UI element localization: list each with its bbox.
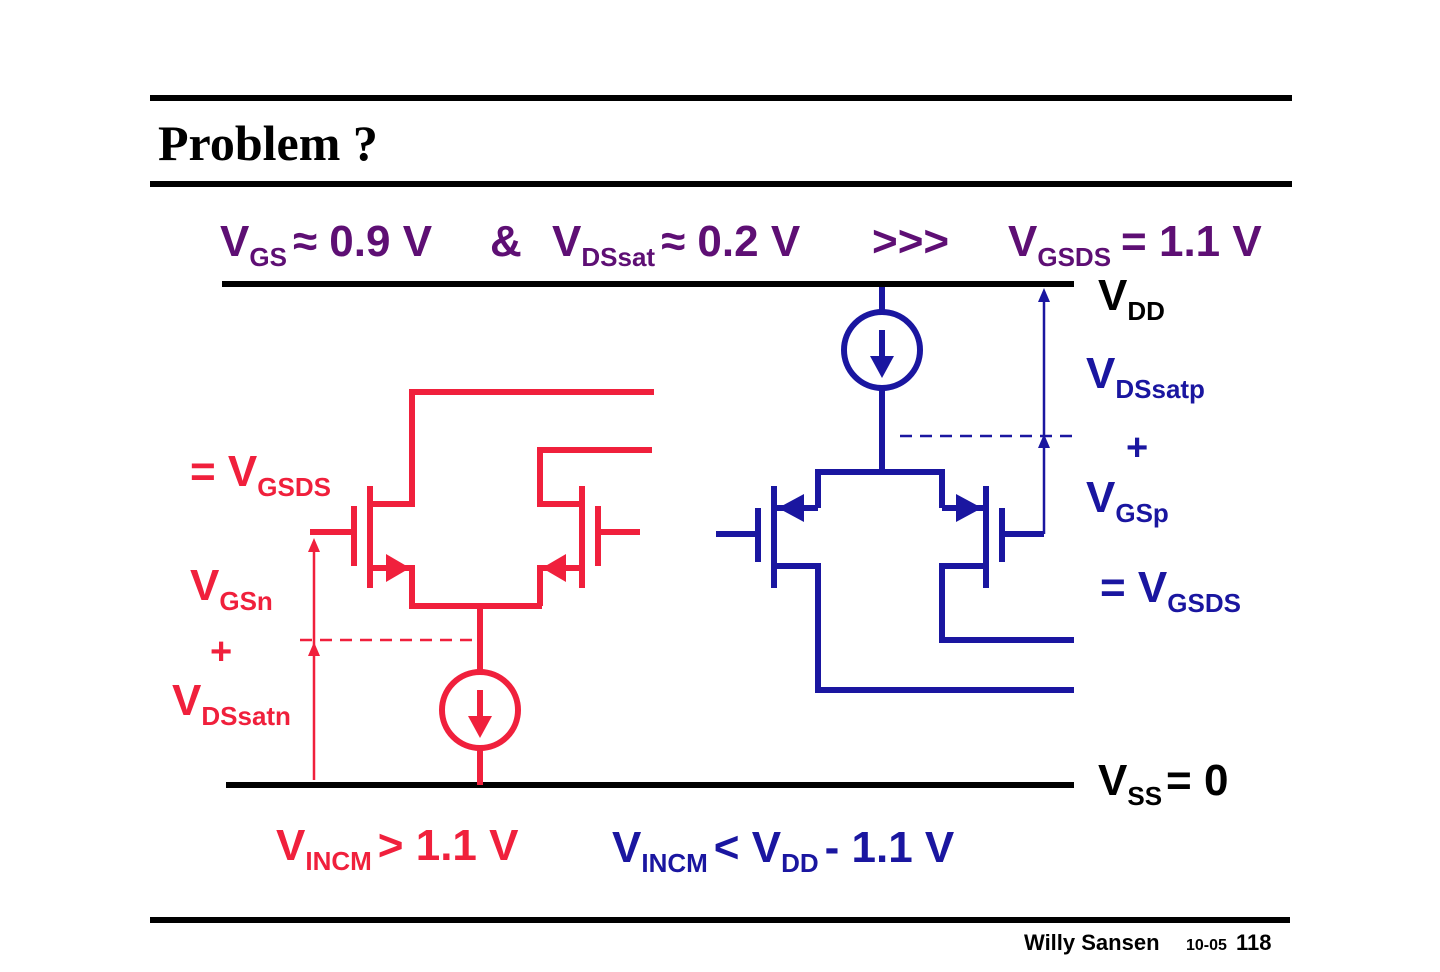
nmos-left-source-arrow	[386, 554, 410, 582]
pmos-plus-label: +	[1126, 427, 1148, 469]
vgsp-label: VGSp	[1086, 473, 1169, 528]
header-vdssat: VDSsat≈ 0.2 V	[552, 217, 801, 272]
pmos-condition: VINCM< VDD- 1.1 V	[612, 823, 955, 878]
nmos-right-drain	[537, 447, 652, 507]
footer-code: 10-05	[1186, 937, 1227, 954]
pmos-labels: VDSsatp + VGSp = VGSDS	[1086, 349, 1241, 618]
pmos-eq-vgsds-label: = VGSDS	[1100, 563, 1241, 618]
pmos-tail-wire-right	[882, 469, 945, 508]
pmos-dimension-arrowheads	[1038, 288, 1050, 448]
nmos-right-source	[537, 565, 582, 606]
pmos-dimension	[900, 292, 1078, 534]
nmos-dimension-arrowheads	[308, 538, 320, 656]
pmos-diff-pair	[716, 287, 1074, 693]
pmos-left-drain	[774, 563, 1074, 693]
vgsn-arrowhead	[308, 538, 320, 552]
pmos-arrowheads	[778, 356, 982, 522]
header-ampersand: &	[490, 217, 522, 266]
nmos-dimension	[300, 546, 478, 780]
header-arrows: >>>	[872, 217, 949, 266]
vdd-label: VDD	[1098, 271, 1165, 326]
vdssatp-label: VDSsatp	[1086, 349, 1205, 404]
pmos-tail-wire	[815, 388, 885, 508]
nmos-arrowheads	[386, 554, 566, 738]
nmos-eq-vgsds-label: = VGSDS	[190, 447, 331, 502]
vdssatn-arrowhead	[308, 642, 320, 656]
page-title: Problem ?	[158, 115, 378, 171]
pmos-left-source-arrow	[778, 494, 804, 522]
header-vgs: VGS≈ 0.9 V	[220, 217, 433, 272]
vss-label: VSS= 0	[1098, 756, 1228, 811]
nmos-right-source-arrow	[542, 554, 566, 582]
footer-page-number: 118	[1236, 930, 1272, 955]
vdssatn-label: VDSsatn	[172, 676, 291, 731]
vgsp-arrowhead	[1038, 434, 1050, 448]
pmos-current-source-arrowhead	[870, 356, 894, 378]
nmos-condition: VINCM> 1.1 V	[276, 821, 519, 876]
nmos-labels: = VGSDS VGSn + VDSsatn	[172, 447, 331, 731]
vgsn-label: VGSn	[190, 561, 273, 616]
header-vgsds: VGSDS= 1.1 V	[1008, 217, 1262, 272]
footer-author: Willy Sansen	[1024, 930, 1160, 955]
nmos-left-drain	[370, 389, 654, 507]
nmos-current-source-arrowhead	[468, 716, 492, 738]
header-equation: VGS≈ 0.9 V & VDSsat≈ 0.2 V >>> VGSDS= 1.…	[220, 217, 1262, 272]
nmos-plus-label: +	[210, 631, 232, 673]
vdssatp-arrowhead	[1038, 288, 1050, 302]
nmos-diff-pair	[310, 389, 654, 785]
pmos-right-source-arrow	[956, 494, 982, 522]
pmos-right-drain	[939, 563, 1074, 643]
